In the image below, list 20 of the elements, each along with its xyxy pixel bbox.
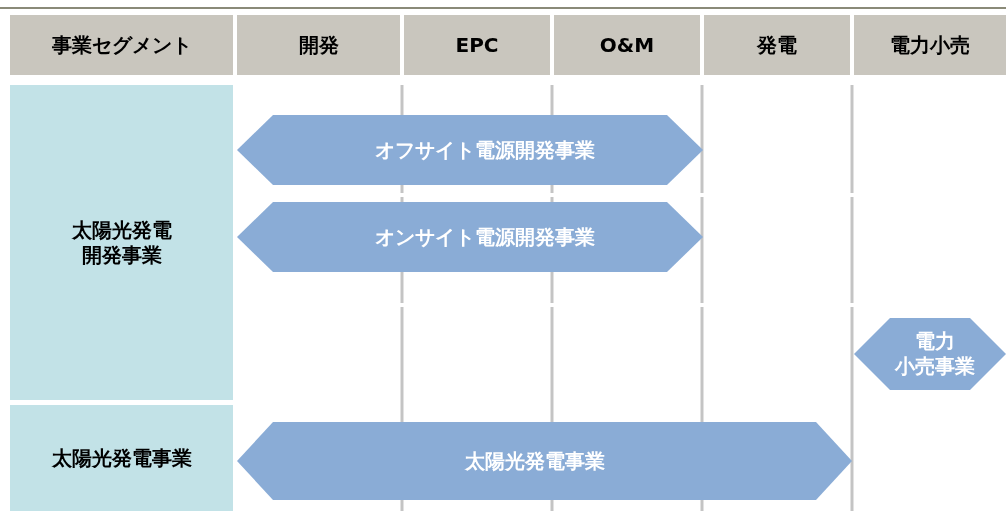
band-label: 太陽光発電事業 (464, 448, 605, 474)
header-cell (404, 15, 550, 75)
column-header: O&M (599, 32, 655, 58)
band-label: オンサイト電源開発事業 (375, 224, 595, 250)
segment-label: 太陽光発電開発事業 (71, 217, 172, 268)
header-cell (10, 15, 233, 75)
band-label: オフサイト電源開発事業 (375, 137, 595, 163)
header-cell (704, 15, 850, 75)
band-label: 電力小売事業 (895, 329, 975, 379)
segment-cell (10, 85, 233, 400)
segment-cell (10, 405, 233, 511)
column-header: 発電 (757, 32, 797, 58)
column-header: 開発 (298, 32, 339, 58)
header-cell (554, 15, 700, 75)
header-cell (854, 15, 1006, 75)
column-header: 電力小売 (890, 32, 970, 58)
segment-label: 太陽光発電事業 (51, 445, 192, 471)
header-cell (237, 15, 400, 75)
column-header: EPC (455, 32, 499, 58)
column-header: 事業セグメント (51, 32, 192, 58)
